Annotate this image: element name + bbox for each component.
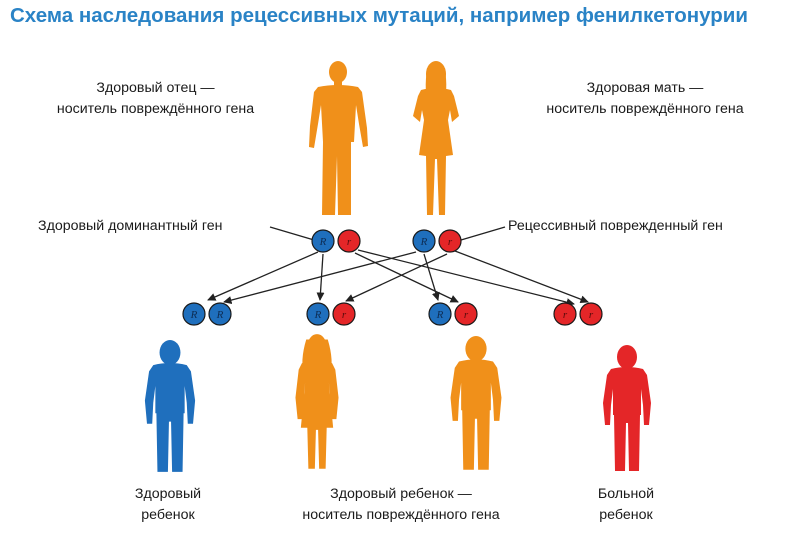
healthy-child-label-line1: Здоровый <box>134 486 202 502</box>
arrow-father-r-to-c4 <box>357 249 575 307</box>
child1-genotype-RR: R R <box>182 302 232 326</box>
sick-child-silhouette-icon <box>603 345 651 471</box>
page-title: Схема наследования рецессивных мутаций, … <box>10 4 748 27</box>
child4-gene1-label: r <box>563 309 568 321</box>
sick-child-label-line1: Больной <box>597 486 655 502</box>
mother-genes: R r <box>412 229 462 253</box>
arrow-father-r-to-c3 <box>354 252 459 303</box>
father-gene-dominant: R <box>311 229 335 253</box>
arrow-mother-r-to-c4 <box>454 250 589 304</box>
mother-gene-dominant: R <box>412 229 436 253</box>
child1-gene2-label: R <box>216 309 224 321</box>
child2-gene1-label: R <box>314 309 322 321</box>
carrier-boy-silhouette-icon <box>450 336 502 470</box>
child4-genotype-rr: r r <box>553 302 603 326</box>
arrow-mother-R-to-c3 <box>423 253 440 301</box>
healthy-child-label: Здоровый ребенок <box>108 484 228 526</box>
mother-silhouette-icon <box>413 61 459 215</box>
healthy-child-silhouette-icon <box>144 340 196 472</box>
child3-gene1-label: R <box>436 309 444 321</box>
arrow-mother-r-to-c2 <box>345 253 448 302</box>
carrier-child-label-line2: носитель повреждённого гена <box>302 507 500 523</box>
child2-genotype-Rr: R r <box>306 302 356 326</box>
father-label: Здоровый отец — носитель повреждённого г… <box>28 78 283 120</box>
father-label-line2: носитель повреждённого гена <box>56 101 255 117</box>
carrier-child-label: Здоровый ребенок — носитель повреждённог… <box>268 484 534 526</box>
child1-gene1-label: R <box>190 309 198 321</box>
sick-child-label-line2: ребенок <box>599 507 653 523</box>
recessive-gene-label: Рецессивный поврежденный ген <box>508 218 723 234</box>
child3-gene2-label: r <box>464 309 469 321</box>
recessive-pointer-line <box>460 226 506 241</box>
dominant-pointer-line <box>269 226 315 241</box>
carrier-child-label-line1: Здоровый ребенок — <box>330 486 472 502</box>
mother-label-line2: носитель повреждённого гена <box>546 101 744 117</box>
mother-label-line1: Здоровая мать — <box>586 80 704 96</box>
inheritance-arrows <box>207 249 589 307</box>
arrow-father-R-to-c1 <box>207 251 319 301</box>
healthy-child-label-line2: ребенок <box>141 507 195 523</box>
mother-gene-recessive: r <box>438 229 462 253</box>
father-gene-dominant-label: R <box>319 236 327 248</box>
father-gene-recessive: r <box>337 229 361 253</box>
child3-genotype-Rr: R r <box>428 302 478 326</box>
mother-gene-recessive-label: r <box>448 236 453 248</box>
father-gene-recessive-label: r <box>347 236 352 248</box>
arrow-mother-R-to-c1 <box>223 251 417 304</box>
father-label-line1: Здоровый отец — <box>96 80 215 96</box>
mother-gene-dominant-label: R <box>420 236 428 248</box>
dominant-gene-label: Здоровый доминантный ген <box>38 218 223 234</box>
sick-child-label: Больной ребенок <box>566 484 686 526</box>
father-silhouette-icon <box>309 61 368 215</box>
mother-label: Здоровая мать — носитель повреждённого г… <box>515 78 775 120</box>
child2-gene2-label: r <box>342 309 347 321</box>
carrier-girl-silhouette-icon <box>295 334 339 469</box>
child4-gene2-label: r <box>589 309 594 321</box>
father-genes: R r <box>311 229 361 253</box>
